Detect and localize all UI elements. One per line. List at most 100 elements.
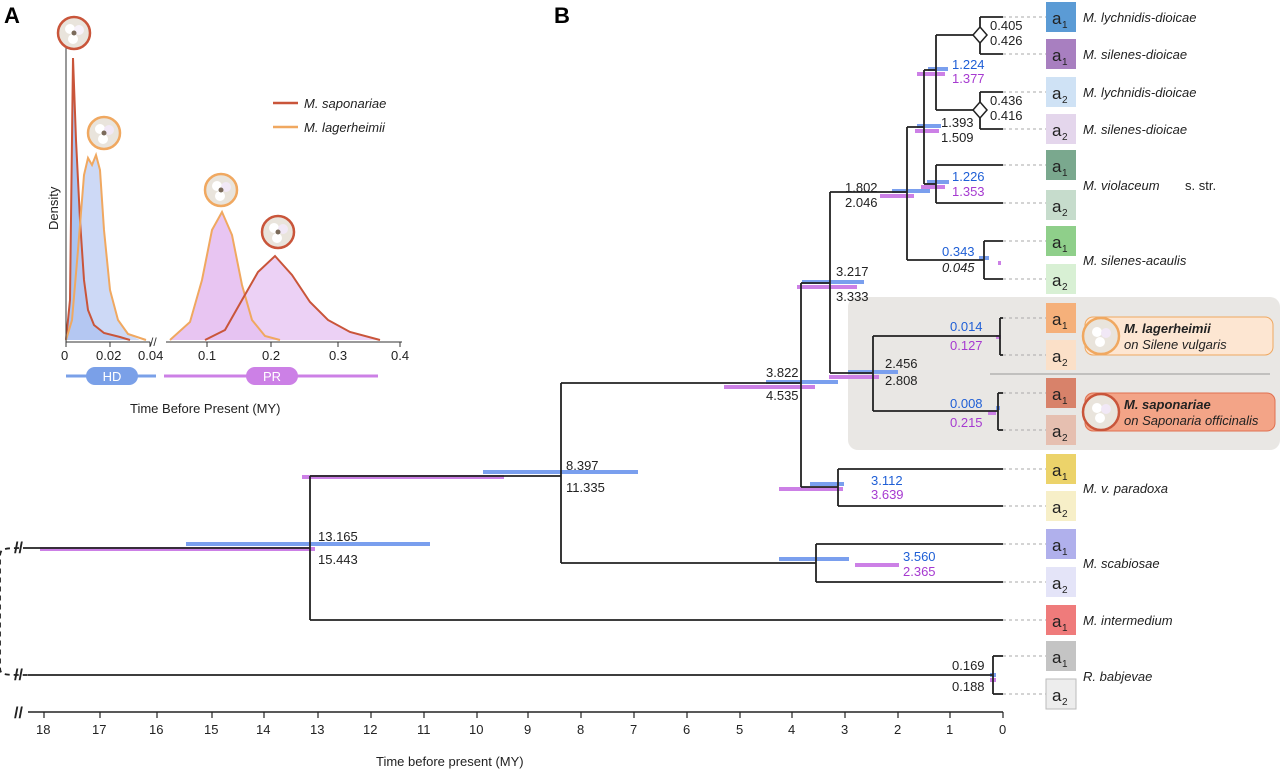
node-label: 3.217 [836, 264, 869, 279]
svg-text:a: a [1052, 46, 1062, 65]
taxon-label: M. v. paradoxa [1083, 481, 1168, 496]
allele-box-a1 [1046, 529, 1076, 559]
legend-saponariae: M. saponariae [304, 96, 386, 111]
axis-break-mark: // [14, 705, 23, 722]
svg-text:a: a [1052, 310, 1062, 329]
svg-text:a: a [1052, 233, 1062, 252]
taxon-label: M. silenes-dioicae [1083, 47, 1187, 62]
svg-text:a: a [1052, 271, 1062, 290]
axis-tick: 2 [894, 722, 901, 737]
taxon-label-suffix: s. str. [1185, 178, 1216, 193]
allele-box-a2 [1045, 678, 1077, 710]
time-axis: 18 17 16 15 14 13 12 11 10 9 8 7 6 5 4 3… [28, 711, 1006, 769]
node-label: 0.008 [950, 396, 983, 411]
hd-lagerheimii-fill [66, 155, 140, 340]
allele-box-a1 [1046, 605, 1076, 635]
svg-text:1: 1 [1062, 472, 1068, 483]
svg-text:2: 2 [1062, 433, 1068, 444]
node-label: 11.335 [566, 480, 605, 495]
svg-text:a: a [1052, 422, 1062, 441]
allele-box-a2 [1046, 264, 1076, 294]
callout-lagerheimii: M. lagerheimii on Silene vulgaris [1081, 316, 1274, 356]
allele-box-a1 [1046, 303, 1076, 333]
diamond-node [972, 25, 988, 45]
allele-box-a2 [1046, 491, 1076, 521]
node-label: 0.215 [950, 415, 983, 430]
svg-text:1: 1 [1062, 168, 1068, 179]
density-tick-0.2: 0.2 [262, 348, 280, 363]
axis-tick: 17 [92, 722, 106, 737]
node-label: 8.397 [566, 458, 599, 473]
allele-box-a1 [1046, 2, 1076, 32]
allele-box-a2 [1046, 340, 1076, 370]
node-label: 2.808 [885, 373, 918, 388]
axis-tick: 4 [788, 722, 795, 737]
taxon-label: M. silenes-acaulis [1083, 253, 1187, 268]
node-label: 1.377 [952, 71, 985, 86]
density-tick-0.3: 0.3 [329, 348, 347, 363]
allele-box-a1 [1046, 454, 1076, 484]
svg-text:a: a [1052, 612, 1062, 631]
axis-break-mark: // [14, 540, 23, 557]
flower-icon [1081, 392, 1121, 432]
node-label: 0.188 [952, 679, 985, 694]
callout-saponariae-name: M. saponariae [1124, 397, 1211, 412]
density-tick-0: 0 [61, 348, 68, 363]
taxon-labels: M. lychnidis-dioicae M. silenes-dioicae … [1083, 10, 1216, 684]
axis-tick: 8 [577, 722, 584, 737]
density-tick-0.4: 0.4 [391, 348, 409, 363]
axis-tick: 0 [999, 722, 1006, 737]
allele-box-a2 [1046, 114, 1076, 144]
panel-a-label: A [4, 3, 20, 28]
flower-icon [260, 214, 296, 250]
pr-lagerheimii-curve [169, 209, 281, 341]
svg-text:2: 2 [1062, 509, 1068, 520]
axis-tick: 15 [204, 722, 218, 737]
node-label: 1.353 [952, 184, 985, 199]
node-label: 4.535 [766, 388, 799, 403]
svg-text:2: 2 [1062, 282, 1068, 293]
pr-lagerheimii-fill [170, 212, 280, 340]
svg-text:a: a [1052, 121, 1062, 140]
svg-text:1: 1 [1062, 396, 1068, 407]
time-axis-label: Time before present (MY) [376, 754, 524, 769]
pr-saponariae-curve [204, 254, 381, 341]
svg-text:2: 2 [1062, 697, 1068, 708]
svg-text:1: 1 [1062, 57, 1068, 68]
diamond-node [972, 100, 988, 120]
svg-text:a: a [1052, 498, 1062, 517]
pr-label: PR [263, 369, 281, 384]
svg-text:1: 1 [1062, 623, 1068, 634]
svg-text:a: a [1052, 648, 1062, 667]
axis-tick: 18 [36, 722, 50, 737]
svg-text:a: a [1052, 574, 1062, 593]
allele-box-a1 [1046, 378, 1076, 408]
node-label: 0.169 [952, 658, 985, 673]
hd-saponariae-curve [65, 57, 131, 341]
node-labels: 0.405 0.426 1.224 1.377 0.436 0.416 1.39… [318, 18, 1023, 694]
node-label: 0.416 [990, 108, 1023, 123]
taxon-label: M. lychnidis-dioicae [1083, 85, 1196, 100]
svg-text:1: 1 [1062, 244, 1068, 255]
taxon-label: M. scabiosae [1083, 556, 1160, 571]
taxon-label: M. intermedium [1083, 613, 1173, 628]
node-label: 2.456 [885, 356, 918, 371]
svg-text:2: 2 [1062, 358, 1068, 369]
allele-box-a2 [1046, 77, 1076, 107]
node-label: 0.014 [950, 319, 983, 334]
axis-tick: 1 [946, 722, 953, 737]
svg-text:1: 1 [1062, 20, 1068, 31]
node-label: 1.226 [952, 169, 985, 184]
density-tick-0.04: 0.04 [138, 348, 163, 363]
node-label: 1.393 [941, 115, 974, 130]
allele-box-a2 [1046, 415, 1076, 445]
node-label: 0.405 [990, 18, 1023, 33]
svg-text:a: a [1052, 385, 1062, 404]
axis-tick: 3 [841, 722, 848, 737]
density-legend: M. saponariae M. lagerheimii [273, 96, 386, 135]
callout-saponariae: M. saponariae on Saponaria officinalis [1081, 392, 1276, 432]
node-label: 3.822 [766, 365, 799, 380]
allele-box-a1 [1046, 641, 1076, 671]
